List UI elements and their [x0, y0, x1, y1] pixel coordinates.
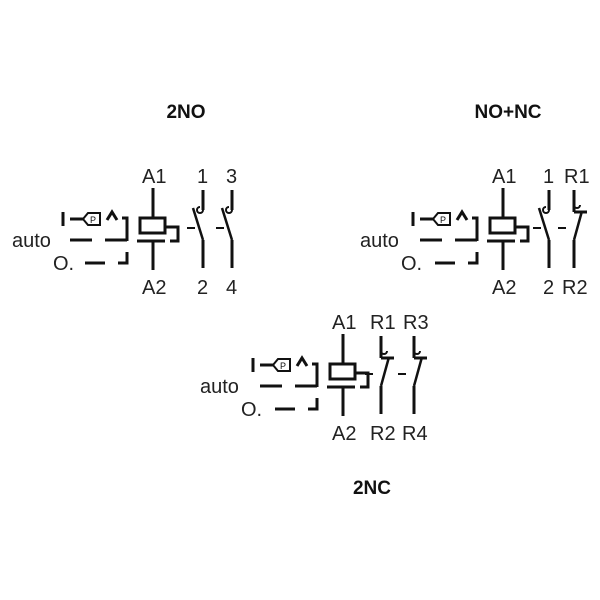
diagram-2nc: P auto O. A1 A2 R1 R2 R3 R4 [200, 312, 429, 445]
contact-label: 3 [226, 166, 237, 188]
push-label: P [90, 215, 96, 225]
off-label: O. [241, 399, 262, 421]
auto-label: auto [12, 230, 51, 252]
title-2nc: 2NC [353, 478, 391, 499]
contact-label: 1 [543, 166, 554, 188]
push-label: P [280, 361, 286, 371]
contact-label: R4 [402, 423, 428, 445]
contact-label: 2 [543, 277, 554, 299]
contact-label: R1 [564, 166, 590, 188]
nc-contact-symbol [556, 188, 589, 270]
auto-label: auto [360, 230, 399, 252]
nc-contact-symbol [396, 334, 429, 416]
contact-label: 2 [197, 277, 208, 299]
diagram-no-nc: P auto O. A1 A2 1 2 R1 R2 [360, 166, 590, 299]
coil-a2-label: A2 [142, 277, 166, 299]
title-no-nc: NO+NC [474, 102, 541, 123]
coil-a1-label: A1 [142, 166, 166, 188]
coil-symbol [135, 186, 180, 272]
push-label: P [440, 215, 446, 225]
off-label: O. [401, 253, 422, 275]
contact-label: R1 [370, 312, 396, 334]
contact-label: 4 [226, 277, 237, 299]
no-contact-symbol [531, 188, 551, 270]
coil-symbol [485, 186, 530, 272]
coil-a1-label: A1 [332, 312, 356, 334]
contact-label: R2 [370, 423, 396, 445]
no-contact-symbol [214, 188, 234, 270]
off-label: O. [53, 253, 74, 275]
no-contact-symbol [185, 188, 205, 270]
coil-a1-label: A1 [492, 166, 516, 188]
nc-contact-symbol [363, 334, 396, 416]
contact-label: 1 [197, 166, 208, 188]
diagram-2no: P auto O. A1 A2 1 2 3 4 [12, 166, 237, 299]
coil-symbol [325, 332, 370, 418]
coil-a2-label: A2 [332, 423, 356, 445]
coil-a2-label: A2 [492, 277, 516, 299]
auto-label: auto [200, 376, 239, 398]
title-2no: 2NO [166, 102, 205, 123]
contact-label: R2 [562, 277, 588, 299]
contact-label: R3 [403, 312, 429, 334]
